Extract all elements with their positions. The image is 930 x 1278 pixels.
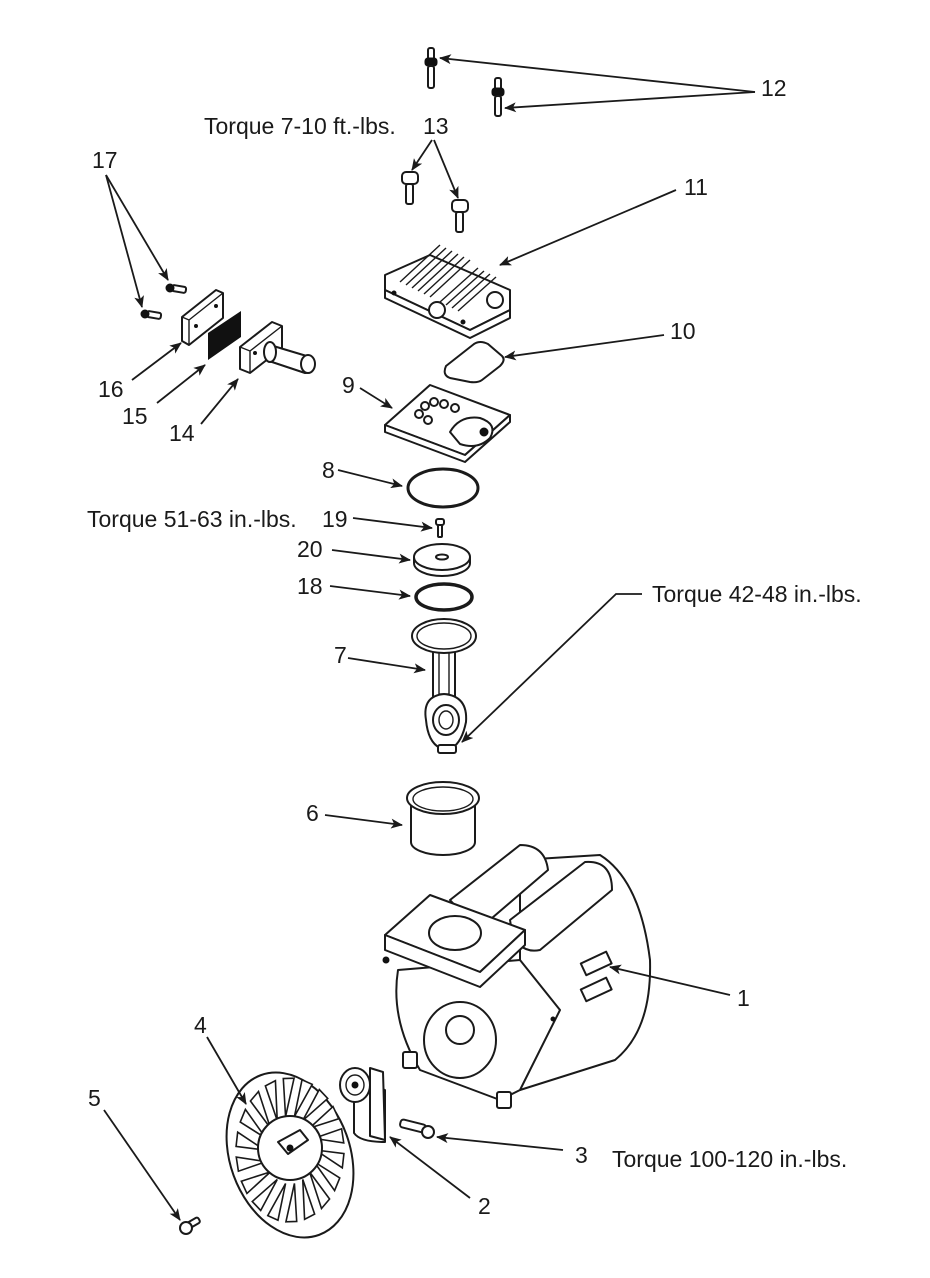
fan-blade [235, 1156, 267, 1173]
fan-blade [293, 1078, 314, 1117]
callout-label-6: 6 [306, 800, 319, 826]
callout-label-19: 19 [322, 506, 348, 532]
callout-1: 1 [609, 964, 750, 1011]
callout-7-torque-leader: Torque 42-48 in.-lbs. [461, 581, 862, 743]
callout-label-15: 15 [122, 403, 148, 429]
callout-label-1: 1 [737, 985, 750, 1011]
fan-blades [235, 1077, 345, 1223]
part-3-eccentric-screw [399, 1118, 435, 1139]
torque-note-13: Torque 7-10 ft.-lbs. [204, 113, 396, 139]
callout-19-arrow [352, 517, 433, 532]
torque-note-3: Torque 100-120 in.-lbs. [612, 1146, 847, 1172]
part-19-retainer-screw [435, 518, 445, 538]
part-20-piston-cap [413, 543, 471, 577]
part-6-cylinder-sleeve [406, 781, 480, 856]
fan-blade [313, 1160, 341, 1193]
part-8-o-ring-large [406, 467, 480, 509]
fan-blade [301, 1179, 316, 1221]
callout-17: 17 [92, 147, 169, 308]
part-15-filter-element [208, 311, 241, 360]
callout-label-17: 17 [92, 147, 118, 173]
torque-note-19: Torque 51-63 in.-lbs. [87, 506, 297, 532]
part-11-cylinder-head [384, 244, 511, 339]
fan-blade [302, 1088, 329, 1122]
callout-4: 4 [194, 1012, 247, 1105]
callout-label-10: 10 [670, 318, 696, 344]
fan-blade [240, 1171, 272, 1195]
part-14-intake-housing [239, 321, 316, 375]
callout-10: 10 [504, 318, 696, 361]
fan-blade [264, 1079, 279, 1121]
callout-label-12: 12 [761, 75, 787, 101]
callout-3: 3 Torque 100-120 in.-lbs. [436, 1133, 847, 1172]
callout-20: 20 [297, 536, 411, 564]
part-12-studs [424, 47, 505, 117]
callout-18: 18 [297, 573, 411, 600]
callout-8: 8 [322, 457, 403, 489]
fan-blade [249, 1089, 272, 1129]
part-18-o-ring-small [414, 582, 474, 612]
fan-blade [308, 1105, 340, 1129]
fan-blade [239, 1107, 267, 1140]
callout-13-arrows [411, 139, 459, 199]
callout-label-18: 18 [297, 573, 323, 599]
callout-15: 15 [122, 364, 206, 429]
callout-label-13: 13 [423, 113, 449, 139]
callout-label-8: 8 [322, 457, 335, 483]
callout-9: 9 [342, 372, 393, 409]
callout-label-16: 16 [98, 376, 124, 402]
fan-blade [282, 1077, 296, 1117]
part-1-motor-crankcase [382, 844, 652, 1109]
part-17-cover-screws [140, 283, 188, 320]
part-16-filter-cover [181, 289, 224, 346]
torque-note-7: Torque 42-48 in.-lbs. [652, 581, 862, 607]
callout-12: 12 [439, 54, 787, 113]
callout-16: 16 [98, 342, 182, 402]
part-2-eccentric [339, 1067, 386, 1143]
callout-11: 11 [499, 174, 708, 266]
part-10-head-gasket [443, 341, 505, 384]
callout-2: 2 [389, 1136, 491, 1219]
callout-label-14: 14 [169, 420, 195, 446]
fan-blade [266, 1183, 287, 1222]
callout-label-9: 9 [342, 372, 355, 398]
callout-label-11: 11 [684, 174, 708, 200]
callout-5: 5 [88, 1085, 181, 1221]
part-9-valve-plate [384, 384, 511, 463]
callout-label-20: 20 [297, 536, 323, 562]
part-13-head-bolts [401, 171, 469, 233]
callout-7: 7 [334, 642, 426, 674]
fan-blade [315, 1149, 345, 1170]
callout-6: 6 [306, 800, 403, 829]
callout-label-4: 4 [194, 1012, 207, 1038]
callout-14: 14 [169, 378, 239, 446]
part-5-fan-screw [179, 1216, 201, 1235]
callout-label-3: 3 [575, 1142, 588, 1168]
callout-label-5: 5 [88, 1085, 101, 1111]
callout-label-2: 2 [478, 1193, 491, 1219]
part-4-fan [225, 1071, 355, 1239]
fan-blade [308, 1171, 331, 1211]
fan-blade [251, 1178, 278, 1212]
callout-label-7: 7 [334, 642, 347, 668]
fan-blade [284, 1183, 298, 1223]
part-7-connecting-rod [411, 618, 477, 754]
